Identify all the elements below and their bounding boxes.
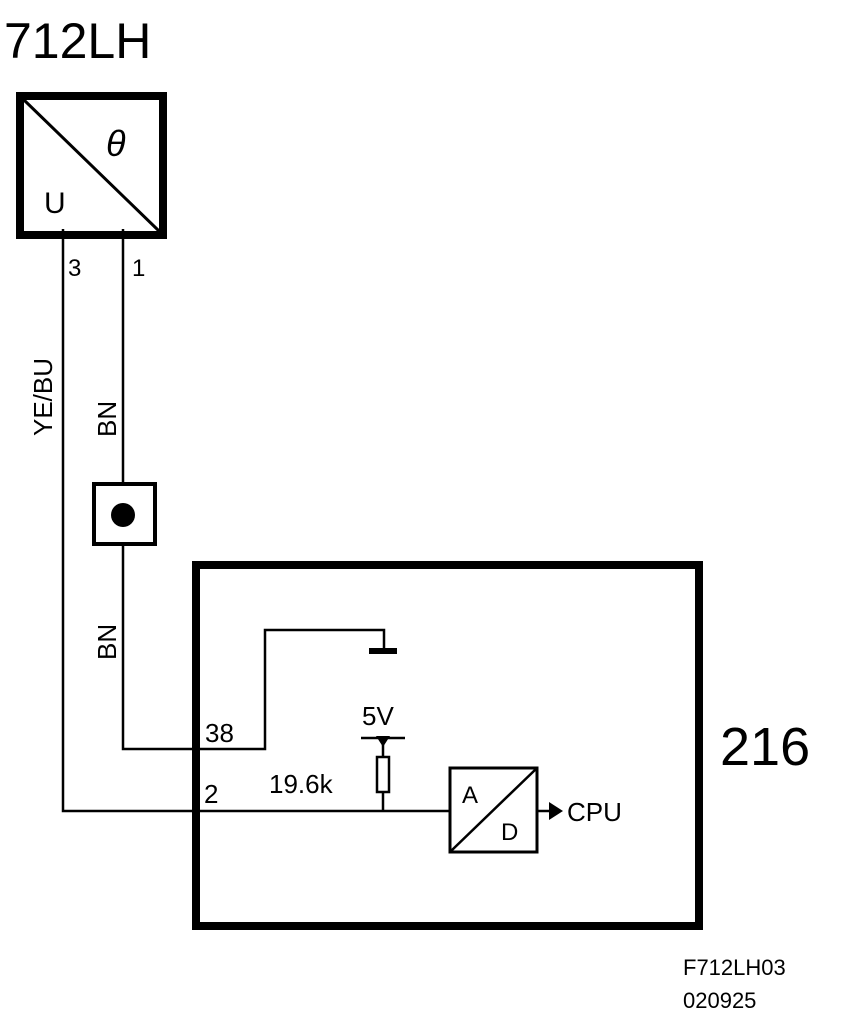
supply-arrow (376, 736, 390, 747)
cpu-arrow-head (549, 802, 563, 820)
wire-label-bn-lower: BN (92, 624, 122, 660)
sensor-id-label: 712LH (4, 13, 151, 69)
sensor-box (16, 92, 167, 239)
wire-label-bn-upper: BN (92, 401, 122, 437)
ad-converter-a: A (462, 782, 478, 809)
splice-dot (111, 503, 135, 527)
wire-ye-bu (61, 229, 449, 813)
wire-label-ye-bu: YE/BU (28, 358, 58, 436)
control-unit-box (192, 561, 703, 930)
ad-converter-diagonal (450, 768, 537, 852)
figure-id: F712LH03 (683, 955, 786, 980)
cpu-label: CPU (567, 797, 622, 827)
control-unit-id: 216 (720, 717, 810, 777)
date-code: 020925 (683, 988, 756, 1013)
supply-label: 5V (362, 701, 394, 731)
resistor-label: 19.6k (269, 769, 334, 799)
ecu-pin-38: 38 (205, 718, 234, 748)
ad-converter-d: D (501, 819, 518, 846)
ecu-pin-2: 2 (204, 779, 218, 809)
sensor-diagonal (22, 98, 161, 233)
u-symbol: U (44, 187, 66, 220)
theta-symbol: θ (106, 123, 126, 164)
sensor-pin-3: 3 (68, 255, 81, 282)
sensor-pin-1: 1 (132, 255, 145, 282)
wire-bn (121, 229, 386, 751)
resistor (375, 755, 391, 794)
